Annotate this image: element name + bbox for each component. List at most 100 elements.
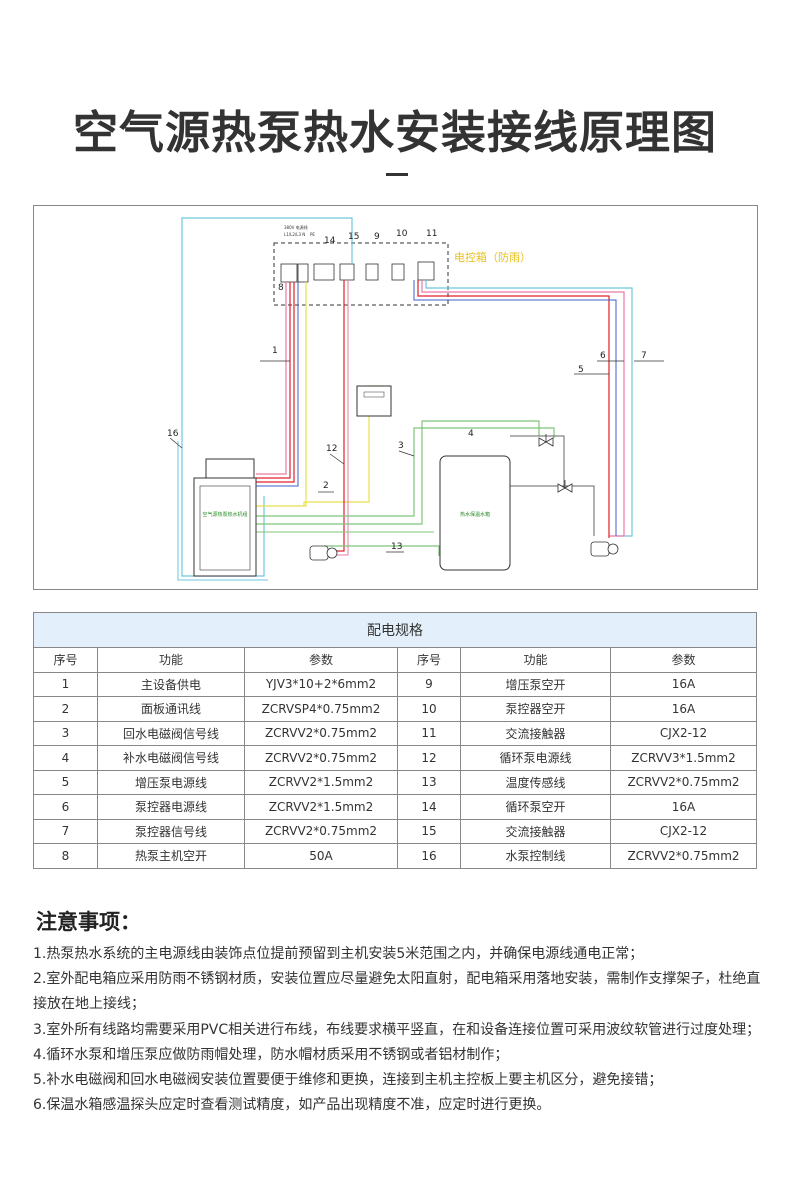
table-cell: 2 (33, 696, 98, 722)
table-cell: 补水电磁阀信号线 (97, 745, 245, 771)
callout-7: 7 (641, 351, 647, 361)
col-header: 序号 (397, 647, 461, 673)
table-cell: 13 (397, 769, 461, 795)
wiring-diagram: 电控箱（防雨） 380V 电源线 L1/L2/L3 N PE (33, 205, 758, 590)
table-cell: 循环泵空开 (460, 794, 611, 820)
table-cell: 泵控器电源线 (97, 794, 245, 820)
pe-label: PE (310, 232, 315, 237)
power-label: 380V 电源线 (284, 224, 308, 230)
table-cell: ZCRVV2*0.75mm2 (610, 843, 757, 869)
table-cell: ZCRVV2*0.75mm2 (244, 818, 398, 844)
note-item: 2.室外配电箱应采用防雨不锈钢材质，安装位置应尽量避免太阳直射，配电箱采用落地安… (33, 971, 761, 1013)
heat-pump-unit-top (205, 458, 255, 480)
table-cell: 循环泵电源线 (460, 745, 611, 771)
breaker-8 (280, 263, 309, 283)
table-cell: ZCRVV2*1.5mm2 (244, 769, 398, 795)
table-cell: CJX2-12 (610, 720, 757, 746)
callout-12: 12 (326, 444, 337, 454)
callout-11: 11 (426, 229, 437, 239)
table-cell: 1 (33, 671, 98, 697)
callout-9: 9 (374, 232, 380, 242)
table-cell: ZCRVV2*0.75mm2 (610, 769, 757, 795)
contactor-15 (339, 263, 355, 281)
table-cell: CJX2-12 (610, 818, 757, 844)
booster-pump-icon (590, 541, 619, 557)
page-title: 空气源热泵热水安装接线原理图 (72, 106, 717, 159)
wire-13 (324, 545, 440, 556)
table-cell: ZCRVV3*1.5mm2 (610, 745, 757, 771)
table-cell: 主设备供电 (97, 671, 245, 697)
title-underline (386, 173, 408, 176)
table-cell: 增压泵电源线 (97, 769, 245, 795)
notes-title: 注意事项： (36, 909, 141, 934)
callout-16: 16 (167, 429, 179, 439)
callout-5: 5 (578, 365, 584, 375)
table-cell: 交流接触器 (460, 720, 611, 746)
callout-14: 14 (324, 236, 336, 246)
table-cell: 温度传感线 (460, 769, 611, 795)
breaker-10 (391, 263, 405, 281)
note-item: 4.循环水泵和增压泵应做防雨帽处理，防水帽材质采用不锈钢或者铝材制作； (33, 1046, 509, 1063)
table-cell: 增压泵空开 (460, 671, 611, 697)
table-header-row: 序号 功能 参数 序号 功能 参数 (33, 647, 757, 673)
table-cell: 水泵控制线 (460, 843, 611, 869)
hot-water-tank (439, 455, 511, 571)
col-header: 参数 (610, 647, 757, 673)
table-cell: 9 (397, 671, 461, 697)
table-cell: ZCRVV2*0.75mm2 (244, 720, 398, 746)
note-item: 6.保温水箱感温探头应定时查看测试精度，如产品出现精度不准，应定时进行更换。 (33, 1097, 551, 1114)
wire-4 (256, 420, 540, 525)
electrical-box-label: 电控箱（防雨） (454, 250, 531, 264)
table-cell: 12 (397, 745, 461, 771)
phase-label: L1/L2/L3 N (284, 232, 305, 237)
table-caption: 配电规格 (33, 612, 757, 648)
table-cell: 交流接触器 (460, 818, 611, 844)
wire-1 (256, 282, 291, 479)
note-item: 3.室外所有线路均需要采用PVC相关进行布线，布线要求横平竖直，在和设备连接位置… (33, 1021, 761, 1038)
electrical-box (273, 242, 449, 306)
table-cell: 16 (397, 843, 461, 869)
table-cell: 泵控器空开 (460, 696, 611, 722)
table-cell: 6 (33, 794, 98, 820)
table-cell: 回水电磁阀信号线 (97, 720, 245, 746)
wire-6 (421, 280, 625, 537)
supply-valve-icon (557, 480, 573, 493)
table-cell: 面板通讯线 (97, 696, 245, 722)
table-cell: 15 (397, 818, 461, 844)
notes-list: 1.热泵热水系统的主电源线由装饰点位提前预留到主机安装5米范围之内，并确保电源线… (33, 942, 761, 1118)
contactor-11 (417, 261, 435, 281)
tank-label: 热水保温水箱 (460, 511, 490, 518)
heat-pump-unit (193, 477, 257, 577)
note-item: 1.热泵热水系统的主电源线由装饰点位提前预留到主机安装5米范围之内，并确保电源线… (33, 946, 644, 962)
wire-7 (425, 280, 633, 537)
return-valve-icon (538, 434, 554, 447)
callout-4: 4 (468, 429, 474, 439)
table-cell: 11 (397, 720, 461, 746)
col-header: 功能 (97, 647, 245, 673)
table-cell: ZCRVV2*1.5mm2 (244, 794, 398, 820)
table-cell: 50A (244, 843, 398, 869)
callout-15: 15 (348, 232, 359, 242)
table-cell: ZCRVSP4*0.75mm2 (244, 696, 398, 722)
callout-2: 2 (323, 481, 329, 491)
table-cell: YJV3*10+2*6mm2 (244, 671, 398, 697)
table-cell: 16A (610, 794, 757, 820)
wire-3 (256, 427, 555, 517)
control-panel (356, 385, 392, 417)
callout-8: 8 (278, 283, 284, 293)
callout-6: 6 (600, 351, 606, 361)
col-header: 功能 (460, 647, 611, 673)
table-cell: 3 (33, 720, 98, 746)
table-cell: 16A (610, 671, 757, 697)
col-header: 序号 (33, 647, 98, 673)
wire-12 (334, 280, 345, 552)
table-cell: 泵控器信号线 (97, 818, 245, 844)
